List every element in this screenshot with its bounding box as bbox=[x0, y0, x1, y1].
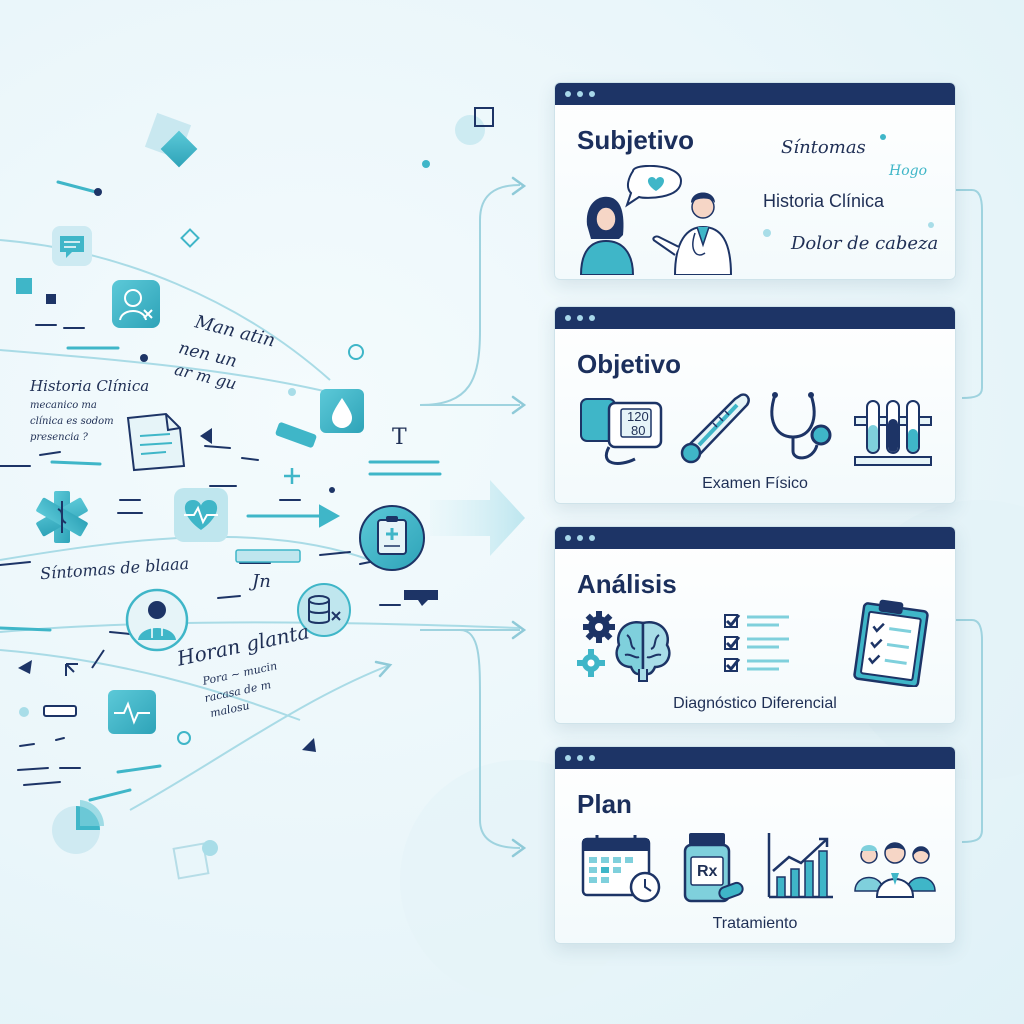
scribble-jn: Jn bbox=[252, 571, 271, 592]
square-tiny bbox=[46, 294, 56, 304]
window-dot bbox=[577, 91, 583, 97]
database-icon bbox=[297, 583, 351, 637]
triangle-3 bbox=[302, 738, 316, 752]
note-dolor-de-cabeza: Dolor de cabeza bbox=[791, 233, 939, 254]
user-profile-icon bbox=[112, 280, 160, 328]
calendar-icon bbox=[581, 835, 661, 903]
card-title: Análisis bbox=[577, 569, 677, 599]
note-hogo: Hogo bbox=[889, 163, 928, 179]
doctor-avatar-icon bbox=[125, 588, 189, 652]
gears-icon bbox=[577, 611, 615, 677]
square-outline bbox=[474, 107, 494, 127]
chat-bubble-icon bbox=[52, 226, 92, 266]
medical-team-icon bbox=[854, 842, 936, 898]
document-icon bbox=[126, 412, 186, 472]
teal-bar bbox=[235, 549, 301, 563]
pie-chart-icon bbox=[52, 800, 105, 854]
brain-icon bbox=[615, 620, 671, 682]
big-flow-arrow bbox=[430, 480, 525, 556]
rx-label: Rx bbox=[697, 863, 718, 880]
window-dot bbox=[577, 755, 583, 761]
window-dot bbox=[589, 315, 595, 321]
chat-small bbox=[404, 590, 438, 606]
card-title: Objetivo bbox=[577, 349, 682, 379]
dot-bottom bbox=[202, 840, 218, 856]
flow-curves bbox=[0, 239, 521, 811]
bp-diastolic: 80 bbox=[631, 423, 646, 438]
connector-lines bbox=[419, 184, 983, 849]
stethoscope-icon bbox=[770, 392, 832, 460]
connector-arrowheads bbox=[374, 176, 527, 858]
note-historia-clinica: Historia Clínica bbox=[763, 191, 885, 211]
medical-star-of-life-icon bbox=[36, 491, 88, 543]
card-caption: Diagnóstico Diferencial bbox=[673, 695, 837, 712]
plus-mark bbox=[284, 468, 300, 484]
square-bottom bbox=[172, 842, 210, 880]
check-stroke bbox=[91, 649, 105, 669]
square-small bbox=[16, 278, 32, 294]
blood-pressure-monitor-icon bbox=[580, 398, 663, 465]
sparkle-dots bbox=[763, 134, 934, 237]
arrow-right-small bbox=[248, 504, 341, 528]
checklist-icon bbox=[724, 614, 789, 672]
window-dot bbox=[589, 535, 595, 541]
arrow-small-left bbox=[65, 663, 78, 676]
triangle-1 bbox=[200, 428, 212, 444]
diamond-outline bbox=[180, 228, 200, 248]
card-objetivo: Objetivo 120 80 Examen Físico bbox=[554, 306, 956, 504]
diamond-teal bbox=[160, 130, 198, 168]
triangle-2 bbox=[18, 660, 32, 674]
clipboard-medical-icon bbox=[359, 505, 425, 571]
card-titlebar bbox=[555, 747, 955, 769]
scribble-lines bbox=[0, 324, 401, 786]
window-dot bbox=[577, 535, 583, 541]
window-dot bbox=[589, 91, 595, 97]
scribble-t-mark: T bbox=[392, 425, 407, 450]
scribble-historia-line-2: clínica es sodom bbox=[30, 416, 114, 427]
clipboard-check-icon bbox=[853, 599, 929, 687]
scribble-historia: Historia Clínica bbox=[30, 377, 150, 395]
window-dot bbox=[565, 755, 571, 761]
card-titlebar bbox=[555, 83, 955, 105]
patient-doctor-conversation-icon bbox=[579, 165, 733, 275]
scribble-historia-line-3: presencia ? bbox=[30, 432, 88, 443]
window-dot bbox=[577, 315, 583, 321]
window-dot bbox=[565, 91, 571, 97]
card-caption: Tratamiento bbox=[712, 915, 798, 932]
window-dot bbox=[589, 755, 595, 761]
card-titlebar bbox=[555, 307, 955, 329]
card-titlebar bbox=[555, 527, 955, 549]
window-dot bbox=[565, 315, 571, 321]
pill-bottle-icon bbox=[683, 833, 744, 903]
water-drop-icon bbox=[320, 389, 364, 433]
card-analisis: Análisis bbox=[554, 526, 956, 724]
card-subjetivo: Subjetivo Síntomas Hogo Historia Clínica… bbox=[554, 82, 956, 280]
card-title: Subjetivo bbox=[577, 125, 695, 155]
card-title: Plan bbox=[577, 789, 632, 819]
pen-bar bbox=[275, 422, 317, 448]
scribble-historia-line-1: mecanico ma bbox=[30, 400, 97, 411]
window-dot bbox=[565, 535, 571, 541]
ecg-icon bbox=[108, 690, 156, 734]
thermometer-icon bbox=[680, 393, 750, 464]
growth-chart-icon bbox=[767, 833, 833, 899]
card-caption: Examen Físico bbox=[702, 475, 808, 492]
note-sintomas: Síntomas bbox=[781, 137, 866, 158]
card-plan: Plan Rx T bbox=[554, 746, 956, 944]
heart-monitor-icon bbox=[174, 488, 228, 542]
test-tubes-icon bbox=[854, 400, 932, 466]
bp-systolic: 120 bbox=[627, 409, 649, 424]
navy-bar bbox=[43, 705, 77, 717]
